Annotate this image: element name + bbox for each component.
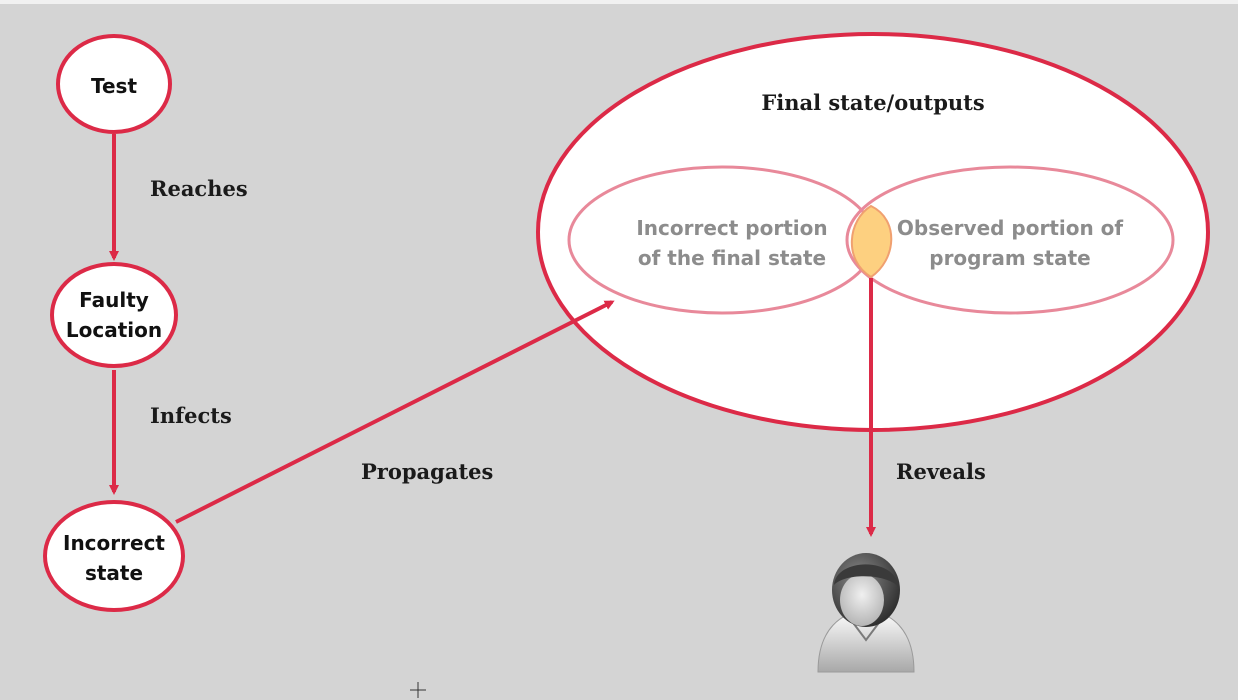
observed-portion-line-1: Observed portion of (897, 216, 1124, 240)
faulty-location-label-line-2: Location (66, 318, 162, 342)
observed-portion-ellipse (845, 165, 1175, 315)
propagates-label: Propagates (361, 459, 493, 484)
observed-portion-line-2: program state (929, 246, 1090, 270)
incorrect-portion-line-2: of the final state (638, 246, 826, 270)
propagates-arrow (175, 300, 615, 524)
faulty-location-node (50, 262, 178, 368)
top-border (0, 0, 1238, 4)
infects-label: Infects (150, 403, 232, 428)
final-state-title: Final state/outputs (761, 90, 984, 115)
test-node (56, 34, 172, 134)
reveals-label: Reveals (896, 459, 986, 484)
venn-overlap (850, 204, 893, 279)
faulty-location-label-line-1: Faulty (79, 288, 149, 312)
incorrect-state-label-line-1: Incorrect (63, 531, 165, 555)
incorrect-state-label-line-2: state (85, 561, 143, 585)
cursor-icon (410, 682, 426, 698)
reaches-label: Reaches (150, 176, 248, 201)
incorrect-state-node (43, 500, 185, 612)
incorrect-portion-line-1: Incorrect portion (636, 216, 827, 240)
user-icon (817, 553, 915, 673)
test-node-label: Test (91, 74, 137, 98)
